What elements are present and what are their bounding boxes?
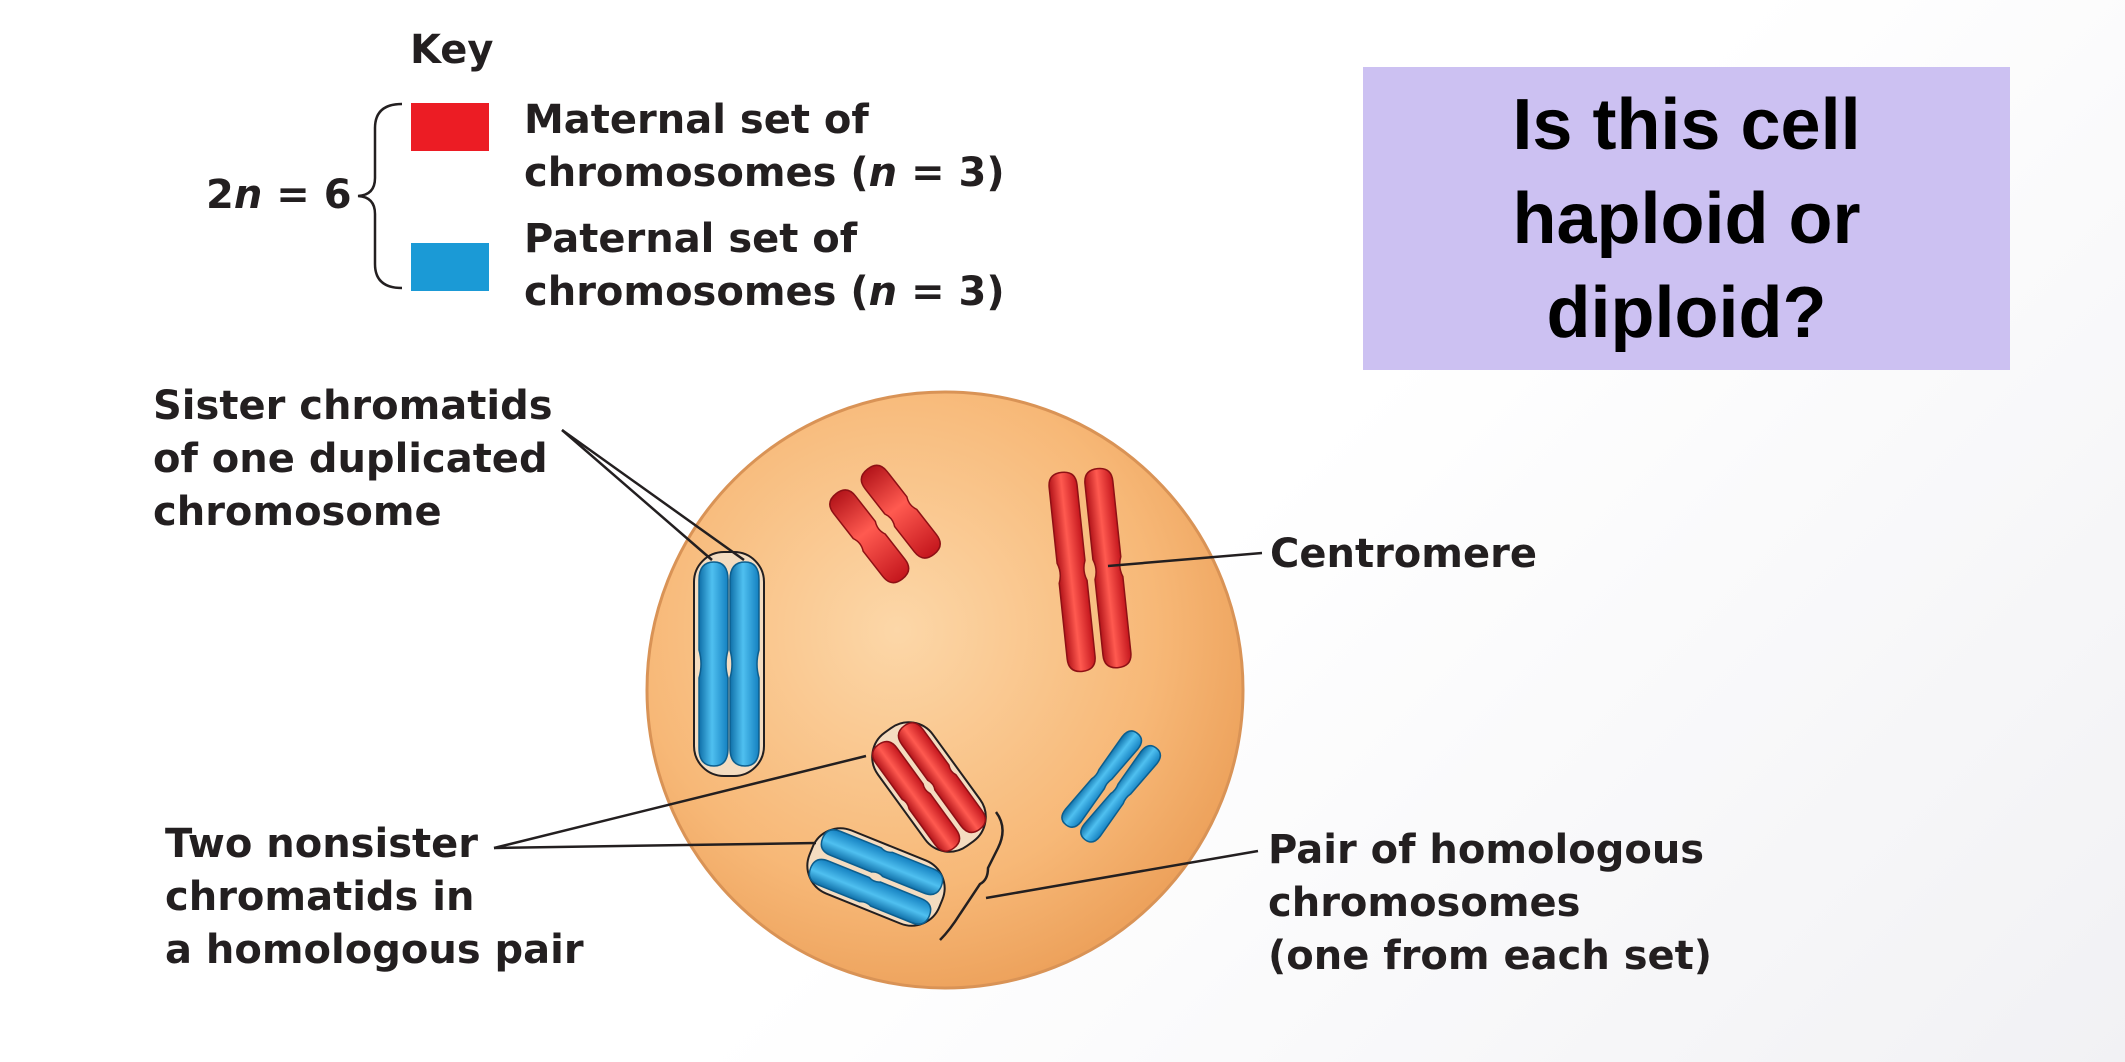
label-nonsister-3: a homologous pair [165,927,584,973]
maternal-label-line1: Maternal set of [524,97,869,143]
label-sister-chromatids-1: Sister chromatids [153,383,553,429]
label-sister-chromatids-2: of one duplicated [153,436,548,482]
key-brace [357,102,403,290]
question-text: Is this cell haploid or diploid? [1512,84,1861,353]
leader-lines [493,428,1263,900]
label-homologous-pair-1: Pair of homologous [1268,827,1705,873]
maternal-label-line2: chromosomes (n = 3) [524,150,1005,196]
question-box: Is this cell haploid or diploid? [1363,67,2010,370]
maternal-swatch [411,103,489,151]
blue-small-chromosome [1061,730,1162,843]
label-nonsister-1: Two nonsister [165,821,478,867]
key-title: Key [410,27,494,73]
blue-duplicated-chromosome-left [693,551,765,777]
label-nonsister-2: chromatids in [165,874,475,920]
label-centromere: Centromere [1270,531,1537,577]
homolog-bracket [939,811,1004,941]
red-small-chromosome [829,464,941,584]
label-homologous-pair-3: (one from each set) [1268,933,1713,979]
red-large-chromosome [1048,467,1132,673]
blue-homolog [806,827,946,927]
paternal-label-line1: Paternal set of [524,216,858,262]
paternal-label-line2: chromosomes (n = 3) [524,269,1005,315]
paternal-swatch [411,243,489,291]
red-homolog [871,721,987,853]
label-homologous-pair-2: chromosomes [1268,880,1581,926]
label-sister-chromatids-3: chromosome [153,489,442,535]
ploidy-formula: 2n = 6 [206,172,352,218]
